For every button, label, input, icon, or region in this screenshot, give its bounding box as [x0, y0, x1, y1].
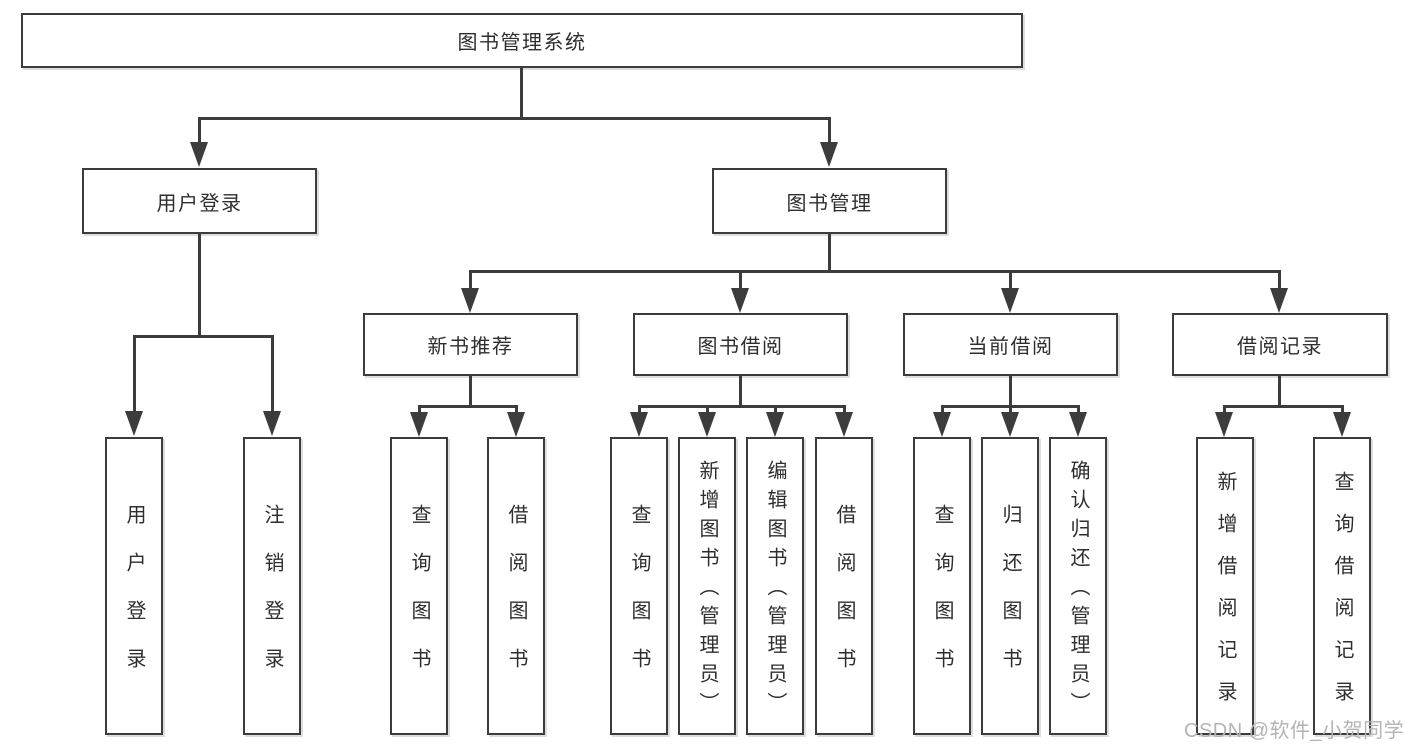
arrowhead-down [731, 288, 749, 313]
leaf-edit-book-admin: 编辑图书（管理员） [746, 437, 804, 735]
connector-drop-leaf [1009, 405, 1012, 414]
arrowhead-down [1069, 412, 1087, 437]
connector-stem [469, 376, 472, 407]
connector-drop-borrow-records [1278, 270, 1281, 289]
connector-drop-leaf [418, 405, 421, 414]
arrowhead-down [1001, 288, 1019, 313]
leaf-add-borrow-record: 新增借阅记录 [1196, 437, 1254, 735]
arrowhead-down [766, 412, 784, 437]
arrowhead-down [1333, 412, 1351, 437]
connector-stem [739, 376, 742, 407]
connector-bar [638, 405, 846, 408]
arrowhead-down [263, 411, 281, 436]
leaf-logout-login: 注销登录 [243, 437, 301, 735]
arrowhead-down [507, 412, 525, 437]
arrowhead-down [820, 142, 838, 167]
leaf-query-books-borrow: 查询图书 [610, 437, 668, 735]
node-library-management-system: 图书管理系统 [21, 13, 1023, 68]
node-book-borrow: 图书借阅 [633, 313, 848, 376]
arrowhead-down [125, 411, 143, 436]
arrowhead-down [698, 412, 716, 437]
node-book-management: 图书管理 [712, 168, 947, 234]
node-new-book-recommend: 新书推荐 [363, 313, 578, 376]
connector-drop-leaf [941, 405, 944, 414]
connector-user-login-bar [133, 335, 274, 338]
connector-drop-leaf [515, 405, 518, 414]
connector-drop-book-borrow [739, 270, 742, 289]
connector-drop-leaf [1077, 405, 1080, 414]
node-current-borrow: 当前借阅 [903, 313, 1118, 376]
arrowhead-down [630, 412, 648, 437]
arrowhead-down [1270, 288, 1288, 313]
connector-drop-leaf [638, 405, 641, 414]
connector-root-stem [520, 68, 523, 118]
connector-drop-current-borrow [1009, 270, 1012, 289]
leaf-borrow-books: 借阅图书 [815, 437, 873, 735]
leaf-return-book: 归还图书 [981, 437, 1039, 735]
arrowhead-down [933, 412, 951, 437]
connector-drop-leaf [843, 405, 846, 414]
leaf-query-books-recommend: 查询图书 [390, 437, 448, 735]
connector-drop-leaf [1223, 405, 1226, 414]
connector-stem [1278, 376, 1281, 407]
arrowhead-down [1001, 412, 1019, 437]
leaf-query-borrow-record: 查询借阅记录 [1313, 437, 1371, 735]
arrowhead-down [1215, 412, 1233, 437]
connector-drop-leaf [133, 335, 136, 413]
connector-drop-new-book [469, 270, 472, 289]
arrowhead-down [190, 142, 208, 167]
connector-level2-bar [469, 270, 1281, 273]
arrowhead-down [461, 288, 479, 313]
node-borrow-records: 借阅记录 [1172, 313, 1388, 376]
connector-bar [418, 405, 518, 408]
arrowhead-down [410, 412, 428, 437]
leaf-borrow-books-recommend: 借阅图书 [487, 437, 545, 735]
connector-drop-book-management [828, 117, 831, 144]
connector-drop-leaf [706, 405, 709, 414]
connector-drop-leaf [1341, 405, 1344, 414]
arrowhead-down [835, 412, 853, 437]
connector-drop-user-login [198, 117, 201, 144]
connector-drop-leaf [271, 335, 274, 413]
connector-user-login-stem [198, 234, 201, 338]
connector-stem [1009, 376, 1012, 407]
connector-bar [1223, 405, 1344, 408]
leaf-add-book-admin: 新增图书（管理员） [678, 437, 736, 735]
connector-level1-bar [198, 117, 831, 120]
leaf-user-login: 用户登录 [105, 437, 163, 735]
leaf-confirm-return-admin: 确认归还（管理员） [1049, 437, 1107, 735]
csdn-watermark: CSDN @软件_小贺同学 [1184, 720, 1405, 742]
connector-drop-leaf [774, 405, 777, 414]
connector-book-management-stem [828, 234, 831, 273]
node-user-login: 用户登录 [82, 168, 317, 234]
leaf-query-books-current: 查询图书 [913, 437, 971, 735]
